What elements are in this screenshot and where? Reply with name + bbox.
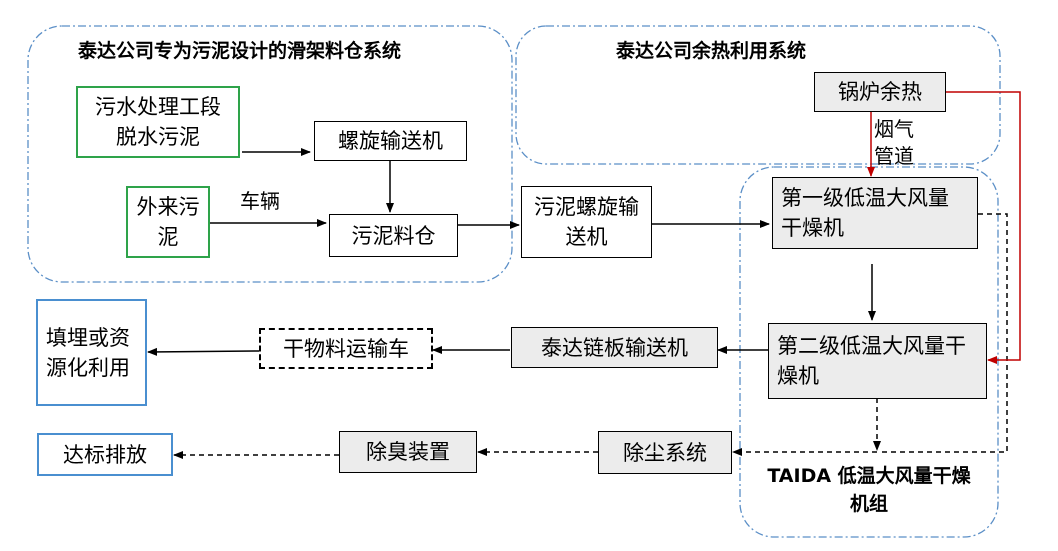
node-external-sludge-label: 外来污泥 (136, 195, 200, 249)
node-chain-conveyor-label: 泰达链板输送机 (541, 335, 688, 360)
node-dry-material-truck: 干物料运输车 (259, 328, 433, 369)
node-dryer-stage2: 第二级低温大风量干燥机 (768, 323, 987, 399)
node-landfill-reuse-label: 填埋或资源化利用 (46, 325, 130, 380)
group-title-dryer-unit: TAIDA 低温大风量干燥机组 (767, 465, 971, 515)
edge-label-vehicle: 车辆 (240, 189, 280, 213)
edge-truck-to-landfill (147, 347, 260, 356)
node-sludge-silo: 污泥料仓 (329, 214, 458, 257)
group-sludge-silo-frame (27, 25, 513, 283)
node-sludge-screw-conveyor: 污泥螺旋输送机 (521, 186, 652, 258)
node-dust-removal-label: 除尘系统 (623, 440, 707, 465)
node-screw-conveyor-label: 螺旋输送机 (338, 129, 443, 153)
edge-stage1-exhaust-to-dust (880, 213, 1008, 453)
node-boiler-waste-heat: 锅炉余热 (814, 72, 946, 112)
node-compliant-discharge: 达标排放 (37, 433, 173, 476)
node-compliant-discharge-label: 达标排放 (63, 442, 147, 467)
node-sludge-silo-label: 污泥料仓 (351, 223, 436, 248)
node-dust-removal: 除尘系统 (598, 431, 732, 474)
node-dry-material-truck-label: 干物料运输车 (283, 336, 409, 361)
group-title-sludge-silo: 泰达公司专为污泥设计的滑架料仓系统 (78, 40, 402, 62)
node-landfill-reuse: 填埋或资源化利用 (36, 299, 147, 406)
edge-boiler-to-stage2 (946, 91, 1021, 364)
group-waste-heat-frame (515, 25, 1001, 165)
node-dewatered-sludge-label: 污水处理工段脱水污泥 (95, 95, 221, 149)
node-sludge-screw-conveyor-label: 污泥螺旋输送机 (534, 195, 639, 249)
node-chain-conveyor: 泰达链板输送机 (511, 327, 718, 368)
node-dewatered-sludge: 污水处理工段脱水污泥 (76, 86, 240, 158)
group-dryer-unit-frame (739, 166, 999, 538)
node-screw-conveyor: 螺旋输送机 (314, 121, 467, 161)
edge-label-flue-pipe: 烟气管道 (874, 117, 914, 168)
node-dryer-stage1: 第一级低温大风量干燥机 (772, 177, 978, 249)
node-external-sludge: 外来污泥 (126, 186, 210, 258)
node-boiler-waste-heat-label: 锅炉余热 (838, 80, 922, 104)
group-title-waste-heat: 泰达公司余热利用系统 (616, 40, 807, 62)
node-dryer-stage1-label: 第一级低温大风量干燥机 (781, 186, 949, 240)
node-deodorization: 除臭装置 (339, 431, 477, 473)
node-deodorization-label: 除臭装置 (366, 440, 450, 464)
node-dryer-stage2-label: 第二级低温大风量干燥机 (777, 334, 966, 388)
